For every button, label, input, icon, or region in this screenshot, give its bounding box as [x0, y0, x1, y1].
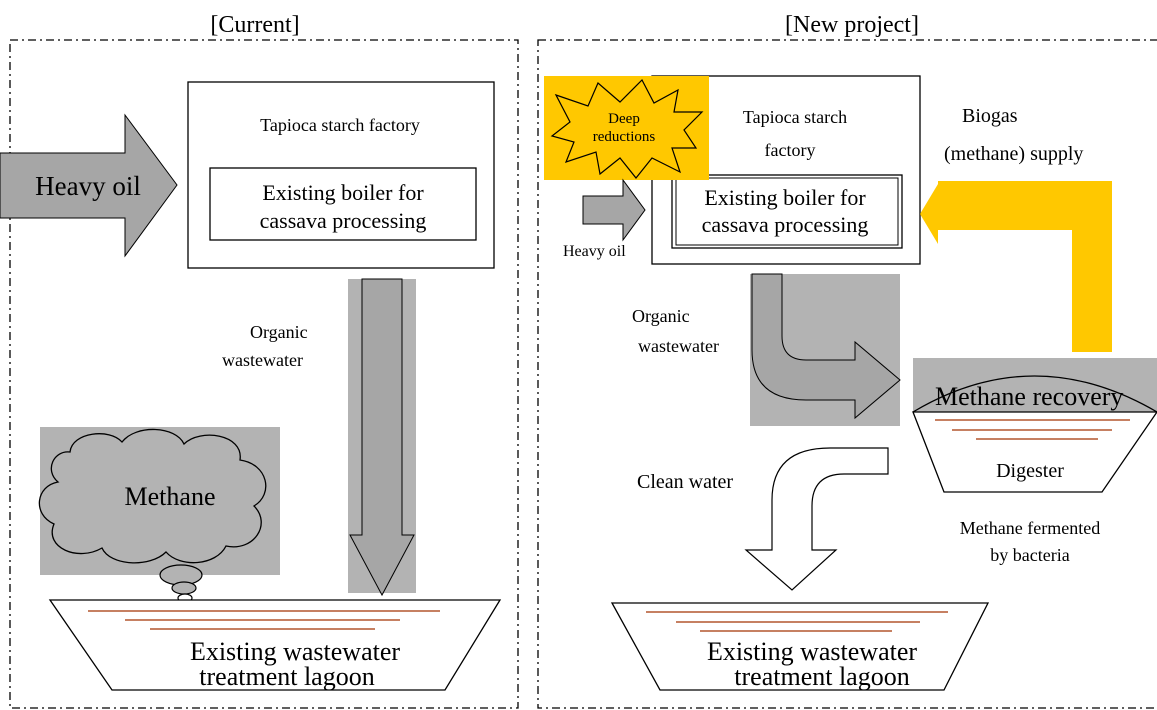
new-organic-line2: wastewater [638, 336, 719, 356]
deep-reductions-line2: reductions [593, 129, 656, 145]
biogas-line2: (methane) supply [944, 143, 1083, 165]
new-project-panel: [New project] Tapioca starch factory Exi… [537, 12, 1157, 709]
current-panel-border [9, 39, 519, 709]
new-factory-line1: Tapioca starch [743, 107, 847, 127]
current-lagoon-line2: treatment lagoon [199, 662, 374, 691]
current-lagoon-line1: Existing wastewater [190, 637, 400, 666]
current-boiler-line2: cassava processing [260, 208, 427, 233]
current-bubble-2 [171, 581, 197, 595]
new-heavy-oil-arrow [582, 178, 646, 242]
new-boiler-box [671, 174, 903, 249]
new-boiler-line2: cassava processing [702, 212, 869, 237]
current-heading: [Current] [210, 12, 299, 38]
current-boiler-box [209, 167, 477, 241]
current-methane-label: Methane [125, 482, 216, 511]
deep-reductions-line1: Deep [608, 111, 640, 127]
new-boiler-inner-box [675, 177, 899, 246]
fermented-line2: by bacteria [990, 545, 1069, 565]
fermented-line1: Methane fermented [960, 518, 1100, 538]
new-lagoon-line1: Existing wastewater [707, 637, 917, 666]
current-wastewater-arrow [349, 278, 415, 597]
new-project-heading: [New project] [785, 12, 919, 38]
clean-water-label: Clean water [637, 471, 733, 493]
new-heavy-oil-label: Heavy oil [563, 243, 626, 260]
current-heavy-oil-arrow [0, 113, 178, 258]
digester-tank [912, 411, 1157, 493]
digester-label: Digester [996, 460, 1064, 482]
new-project-panel-border [537, 39, 1157, 709]
methane-recovery-bg [913, 358, 1157, 412]
current-methane-cloud [38, 428, 267, 564]
current-lagoon [48, 599, 502, 691]
methane-recovery-label: Methane recovery [935, 382, 1123, 411]
digester-dome [912, 375, 1157, 413]
deep-reductions-burst [550, 78, 704, 179]
new-lagoon [610, 602, 990, 691]
clean-water-arrow [744, 447, 889, 591]
new-factory-line2: factory [765, 140, 816, 160]
biogas-supply-arrow [920, 181, 1112, 352]
current-factory-label: Tapioca starch factory [260, 115, 420, 135]
new-wastewater-arrow [751, 273, 901, 420]
new-boiler-line1: Existing boiler for [704, 185, 866, 210]
new-lagoon-line2: treatment lagoon [734, 662, 909, 691]
current-heavy-oil-label: Heavy oil [35, 171, 141, 201]
current-organic-line1: Organic [250, 322, 308, 342]
current-organic-line2: wastewater [222, 350, 303, 370]
current-boiler-line1: Existing boiler for [262, 180, 424, 205]
biogas-line1: Biogas [962, 105, 1018, 127]
new-organic-line1: Organic [632, 306, 690, 326]
current-panel: [Current] Heavy oil Tapioca starch facto… [0, 12, 519, 709]
